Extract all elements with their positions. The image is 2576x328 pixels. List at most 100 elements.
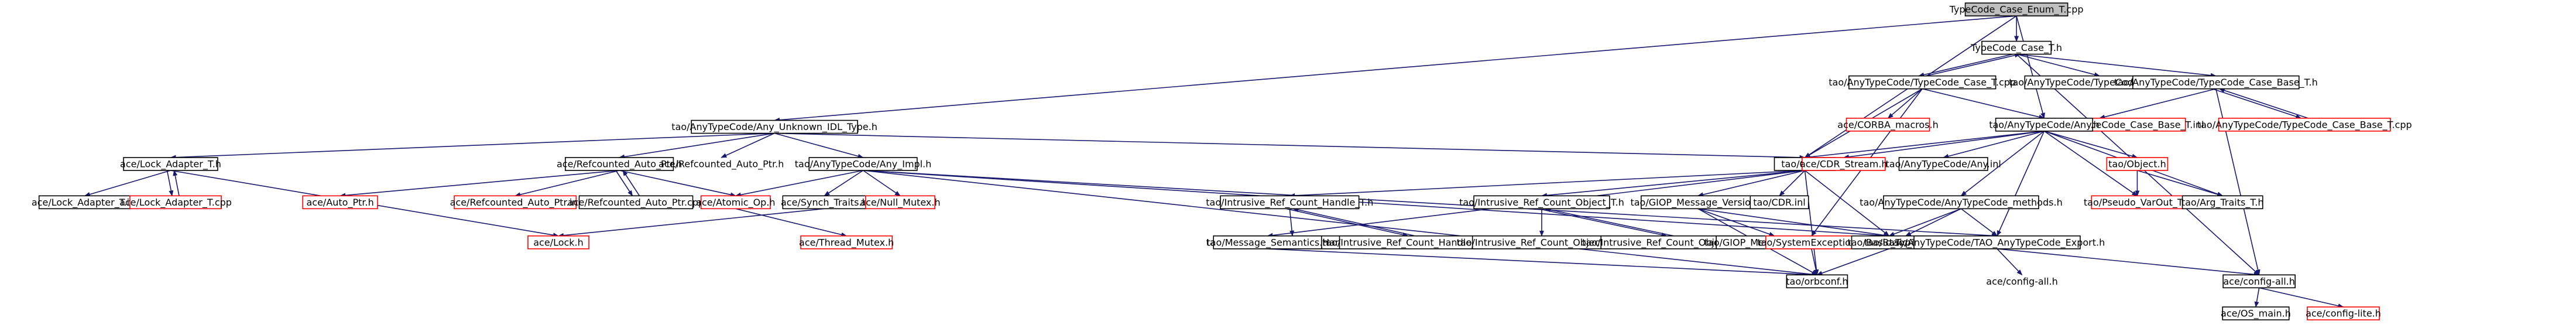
node-null-mutex[interactable]: ace/Null_Mutex.h [860, 195, 941, 210]
node-config-all-plain[interactable]: ace/config-all.h [1986, 276, 2058, 287]
node-box [1802, 157, 1886, 171]
node-any-impl[interactable]: tao/AnyTypeCode/Any_Impl.h [795, 157, 932, 171]
node-box [565, 157, 674, 171]
edge-any_impl-to-basic_types [863, 170, 1890, 238]
node-box [2307, 306, 2380, 320]
node-config-lite[interactable]: ace/config-lite.h [2306, 306, 2381, 320]
node-label: tao/Pseudo_VarOut_T.h [2084, 197, 2191, 209]
node-tc-case-base-h[interactable]: tao/AnyTypeCode/TypeCode_Case_Base_T.h [2114, 75, 2318, 90]
node-refcounted-h2[interactable]: ace/Refcounted_Auto_Ptr.h [658, 159, 784, 170]
node-box [800, 235, 893, 250]
node-box [454, 195, 577, 210]
edge-export-to-config_all [1997, 248, 2260, 277]
node-label: tao/AnyTypeCode/Any.h [1989, 119, 2099, 130]
node-cdr-stream[interactable]: ace/CDR_Stream.h [1800, 157, 1888, 171]
edge-refcounted_h-to-atomic_op [619, 170, 736, 197]
node-refcounted-cpp[interactable]: ace/Refcounted_Auto_Ptr.cpp [568, 195, 704, 210]
edge-cdr_h-to-irc_handle_h [1289, 170, 1805, 198]
edge-unknown_idl-to-lock_adapter_h [170, 132, 775, 160]
node-tc-case-cpp[interactable]: tao/AnyTypeCode/TypeCode_Case_T.cpp [1829, 75, 2016, 90]
node-message-semantics[interactable]: tao/Message_Semantics.h [1206, 235, 1328, 250]
node-label: ace/config-all.h [1986, 276, 2058, 287]
node-orbconf[interactable]: tao/orbconf.h [1786, 274, 1848, 289]
node-label: tao/Intrusive_Ref_Count_Handle_T.h [1206, 197, 1373, 209]
edge-system_exception-to-orbconf [1811, 248, 1819, 276]
edge-cdr_h-to-orbconf [1804, 170, 1819, 276]
node-box [1220, 195, 1360, 210]
edge-tc_case_cpp-to-any_h [1922, 88, 2045, 119]
node-label: tao/AnyTypeCode/TypeCode_Case_T.cpp [1829, 77, 2016, 88]
node-auto-ptr[interactable]: ace/Auto_Ptr.h [302, 195, 378, 210]
edge-any_h-to-cdr_stream [1843, 131, 2045, 159]
node-irc-object-h[interactable]: tao/Intrusive_Ref_Count_Object_T.h [1459, 195, 1624, 210]
edge-giop_h-to-basic_types [1697, 208, 1890, 238]
node-tc-case-h[interactable]: TypeCode_Case_T.h [1970, 40, 2062, 55]
edge-irc_handle_h-to-irc_handle_inl [1289, 209, 1295, 237]
node-label: ace/Null_Mutex.h [860, 197, 940, 209]
node-irc-handle-h[interactable]: tao/Intrusive_Ref_Count_Handle_T.h [1206, 195, 1373, 210]
node-label: tao/Basic_Types.h [1847, 237, 1930, 248]
node-unknown-idl[interactable]: tao/AnyTypeCode/Any_Unknown_IDL_Type.h [671, 119, 877, 134]
node-atomic-op[interactable]: ace/Atomic_Op.h [696, 195, 776, 210]
node-cdr-inl[interactable]: tao/CDR.inl [1750, 195, 1809, 210]
node-label: tao/AnyTypeCode/TAO_AnyTypeCode_Export.h [1889, 237, 2105, 248]
node-lock-adapter-inl[interactable]: ace/Lock_Adapter_T.inl [32, 195, 138, 210]
edge-any_impl-to-synch_traits [824, 170, 864, 197]
edge-irc_object_cpp-to-irc_object_h [1544, 207, 1674, 237]
node-label: tao/AnyTypeCode/TypeCode_Case_Base_T.cpp [2197, 119, 2412, 131]
node-label: tao/AnyTypeCode/Any.inl [1885, 159, 2001, 170]
node-label: TypeCode_Case_T.h [1970, 42, 2062, 54]
node-label: tao/CDR.inl [1753, 197, 1805, 208]
node-box [1981, 40, 2052, 55]
edge-basic_types-to-orbconf [1816, 248, 1889, 276]
node-label: ace/Synch_Traits.h [781, 197, 868, 209]
node-label: ace/CDR_Stream.h [1800, 159, 1888, 170]
edge-any_h-to-methods [1960, 131, 2045, 196]
node-lock-adapter-h[interactable]: ace/Lock_Adapter_T.h [120, 157, 221, 171]
node-box [1898, 157, 1988, 171]
node-synch-traits[interactable]: ace/Synch_Traits.h [781, 195, 868, 210]
node-label: tao/Message_Semantics.h [1206, 237, 1328, 248]
node-refcounted-h[interactable]: ace/Refcounted_Auto_Ptr.h [557, 157, 682, 171]
node-box [2222, 274, 2296, 289]
edge-cdr_h-to-cdr_inl [1779, 170, 1806, 197]
edge-tc_case_base_h-to-config_all [2215, 88, 2261, 276]
edge-unknown_idl-to-refcounted_h [619, 132, 775, 159]
node-box [1846, 118, 1930, 132]
edge-any_h-to-export [1997, 131, 2045, 237]
node-refcounted-inl[interactable]: ace/Refcounted_Auto_Ptr.inl [450, 195, 581, 210]
node-box [691, 119, 858, 134]
node-os-main[interactable]: ace/OS_main.h [2221, 306, 2291, 320]
node-label: tao/AnyTypeCode/Any_Unknown_IDL_Type.h [671, 121, 877, 133]
node-tc-case-base-cpp[interactable]: tao/AnyTypeCode/TypeCode_Case_Base_T.cpp [2197, 118, 2412, 132]
node-root: TypeCode_Case_Enum_T.cpp [1949, 2, 2084, 16]
node-thread-mutex[interactable]: ace/Thread_Mutex.h [799, 235, 894, 250]
edge-irc_handle_cpp-to-irc_handle_h [1292, 207, 1415, 237]
node-config-all[interactable]: ace/config-all.h [2222, 274, 2296, 289]
node-label: ace/Lock_Adapter_T.cpp [119, 197, 232, 209]
node-any-h[interactable]: tao/AnyTypeCode/Any.h [1989, 118, 2100, 132]
edge-root-to-unknown_idl [774, 15, 2017, 122]
node-corba-macros[interactable]: ace/CORBA_macros.h [1837, 118, 1939, 132]
edge-methods-to-basic_types2 [1905, 208, 1961, 237]
node-label: tao/GIOP_Message_Version.h [1630, 197, 1765, 209]
edge-tc_case_cpp-to-tc_case_h [1926, 53, 2021, 77]
node-label: tao/orbconf.h [1786, 276, 1848, 287]
node-lock-adapter-cpp[interactable]: ace/Lock_Adapter_T.cpp [119, 195, 232, 210]
node-label: tao/Arg_Traits_T.h [2181, 197, 2264, 209]
edge-message_semantics-to-orbconf [1267, 248, 1818, 277]
node-pseudo-varout[interactable]: tao/Pseudo_VarOut_T.h [2084, 195, 2191, 210]
node-label: tao/Intrusive_Ref_Count_Object_T.inl [1457, 237, 1627, 248]
edge-object_h-to-arg_traits [2137, 170, 2224, 197]
node-object-h[interactable]: tao/Object.h [2106, 157, 2169, 171]
node-irc-object-inl[interactable]: tao/Intrusive_Ref_Count_Object_T.inl [1457, 235, 1627, 250]
node-methods[interactable]: tao/AnyTypeCode/AnyTypeCode_methods.h [1860, 195, 2063, 210]
node-lock-h[interactable]: ace/Lock.h [527, 235, 589, 250]
node-arg-traits[interactable]: tao/Arg_Traits_T.h [2181, 195, 2264, 210]
node-any-inl[interactable]: tao/AnyTypeCode/Any.inl [1885, 157, 2001, 171]
node-system-exception[interactable]: tao/SystemException.h [1757, 235, 1865, 250]
edge-refcounted_cpp-to-refcounted_h [622, 170, 640, 196]
node-giop-h[interactable]: tao/GIOP_Message_Version.h [1630, 195, 1765, 210]
node-export[interactable]: tao/AnyTypeCode/TAO_AnyTypeCode_Export.h [1889, 235, 2105, 250]
edge-tc_case_base_h-to-tc_case_base_inl [2099, 88, 2217, 119]
